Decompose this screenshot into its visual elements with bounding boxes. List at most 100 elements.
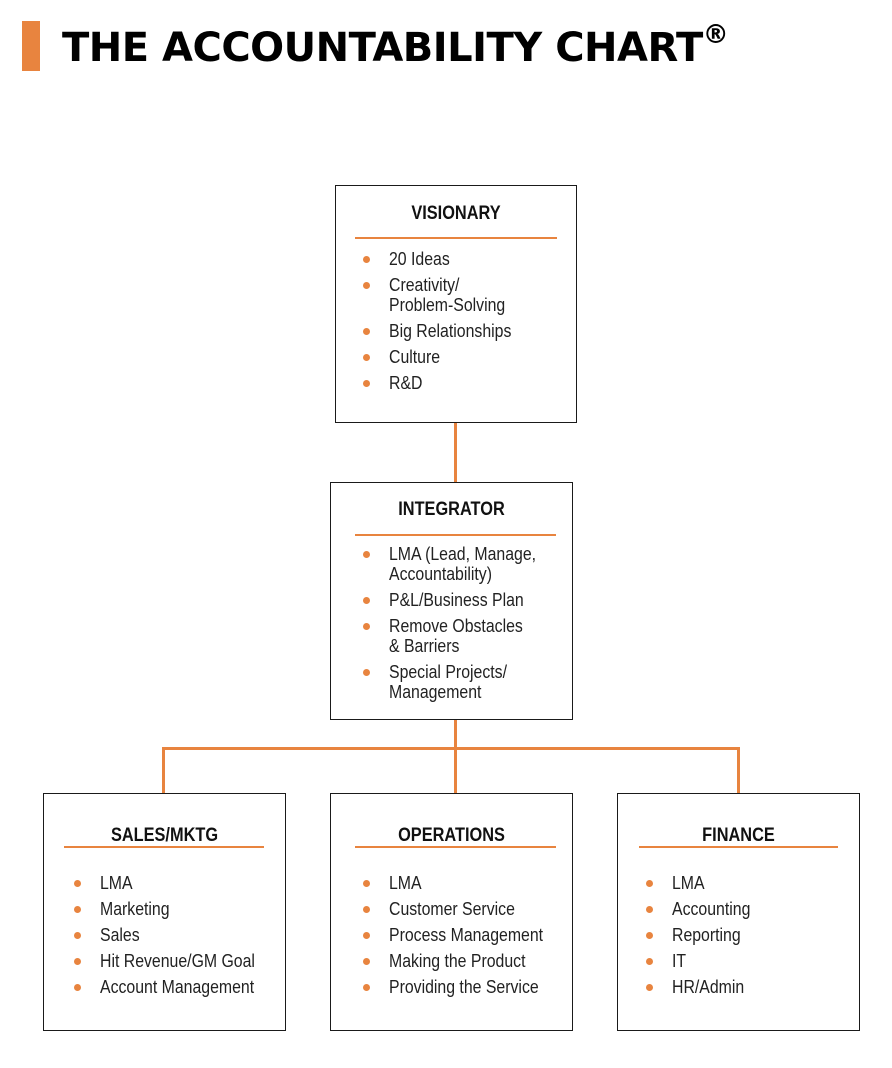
finance-divider: [639, 846, 838, 848]
connector-finance: [737, 747, 740, 794]
list-item-text: & Barriers: [389, 636, 460, 656]
list-item: Big Relationships: [355, 321, 528, 341]
list-item-text: Big Relationships: [389, 321, 512, 341]
list-item: Reporting: [638, 925, 761, 945]
list-item-text: R&D: [389, 373, 423, 393]
bullet-icon: [646, 932, 653, 939]
integrator-divider: [355, 534, 556, 536]
bullet-icon: [363, 597, 370, 604]
connector-horizontal: [162, 747, 740, 750]
list-item: Account Management: [66, 977, 276, 997]
list-item: Process Management: [355, 925, 564, 945]
list-item-text: Problem-Solving: [389, 295, 506, 315]
bullet-icon: [363, 932, 370, 939]
connector-visionary-integrator: [454, 422, 457, 483]
sales-divider: [64, 846, 264, 848]
list-item-text: Process Management: [389, 925, 544, 945]
finance-title: FINANCE: [702, 825, 775, 846]
list-item-text: Reporting: [672, 925, 741, 945]
list-item-text: Making the Product: [389, 951, 526, 971]
visionary-title: VISIONARY: [411, 203, 501, 224]
list-item-text: HR/Admin: [672, 977, 745, 997]
sales-title: SALES/MKTG: [110, 825, 219, 846]
operations-divider: [355, 846, 556, 848]
bullet-icon: [646, 906, 653, 913]
list-item-text: LMA: [389, 873, 422, 893]
list-item-text: P&L/Business Plan: [389, 590, 524, 610]
integrator-list: LMA (Lead, Manage,Accountability) P&L/Bus…: [355, 544, 556, 708]
list-item: Marketing: [66, 899, 276, 919]
list-item-text: LMA: [672, 873, 705, 893]
bullet-icon: [646, 958, 653, 965]
list-item-text: LMA: [100, 873, 133, 893]
list-item-text: LMA (Lead, Manage,: [389, 544, 537, 564]
bullet-icon: [74, 984, 81, 991]
list-item: Special Projects/Management: [355, 662, 556, 702]
list-item: LMA (Lead, Manage,Accountability): [355, 544, 556, 584]
list-item: Culture: [355, 347, 528, 367]
list-item-text: 20 Ideas: [389, 249, 450, 269]
bullet-icon: [363, 328, 370, 335]
list-item: LMA: [638, 873, 761, 893]
list-item: Making the Product: [355, 951, 564, 971]
page-title-text: THE ACCOUNTABILITY CHART: [62, 25, 703, 71]
list-item-text: Providing the Service: [389, 977, 539, 997]
bullet-icon: [74, 958, 81, 965]
list-item: HR/Admin: [638, 977, 761, 997]
list-item: 20 Ideas: [355, 249, 528, 269]
list-item: Remove Obstacles& Barriers: [355, 616, 556, 656]
list-item-text: Culture: [389, 347, 441, 367]
list-item: P&L/Business Plan: [355, 590, 556, 610]
bullet-icon: [363, 669, 370, 676]
bullet-icon: [74, 880, 81, 887]
list-item: Accounting: [638, 899, 761, 919]
list-item-text: Hit Revenue/GM Goal: [100, 951, 255, 971]
title-accent-bar: [22, 21, 40, 71]
list-item: Creativity/Problem-Solving: [355, 275, 528, 315]
list-item-text: Customer Service: [389, 899, 515, 919]
list-item-text: Marketing: [100, 899, 170, 919]
bullet-icon: [363, 380, 370, 387]
bullet-icon: [363, 256, 370, 263]
bullet-icon: [363, 880, 370, 887]
bullet-icon: [74, 932, 81, 939]
registered-mark: ®: [702, 20, 729, 50]
page-title: THE ACCOUNTABILITY CHART®: [62, 20, 729, 76]
bullet-icon: [363, 984, 370, 991]
list-item: IT: [638, 951, 761, 971]
list-item: Sales: [66, 925, 276, 945]
list-item: Hit Revenue/GM Goal: [66, 951, 276, 971]
bullet-icon: [363, 354, 370, 361]
list-item-text: Accounting: [672, 899, 751, 919]
list-item-text: Special Projects/: [389, 662, 507, 682]
list-item: Customer Service: [355, 899, 564, 919]
integrator-box: INTEGRATOR LMA (Lead, Manage,Accountabil…: [330, 482, 573, 720]
list-item-text: IT: [672, 951, 687, 971]
bullet-icon: [363, 282, 370, 289]
bullet-icon: [646, 880, 653, 887]
bullet-icon: [363, 958, 370, 965]
list-item-text: Management: [389, 682, 482, 702]
list-item-text: Accountability): [389, 564, 493, 584]
integrator-title: INTEGRATOR: [398, 499, 505, 520]
bullet-icon: [363, 906, 370, 913]
list-item: R&D: [355, 373, 528, 393]
bullet-icon: [363, 551, 370, 558]
list-item-text: Remove Obstacles: [389, 616, 523, 636]
connector-sales: [162, 747, 165, 794]
bullet-icon: [363, 623, 370, 630]
bullet-icon: [646, 984, 653, 991]
list-item-text: Creativity/: [389, 275, 460, 295]
operations-title: OPERATIONS: [398, 825, 505, 846]
bullet-icon: [74, 906, 81, 913]
list-item-text: Sales: [100, 925, 140, 945]
list-item: LMA: [66, 873, 276, 893]
